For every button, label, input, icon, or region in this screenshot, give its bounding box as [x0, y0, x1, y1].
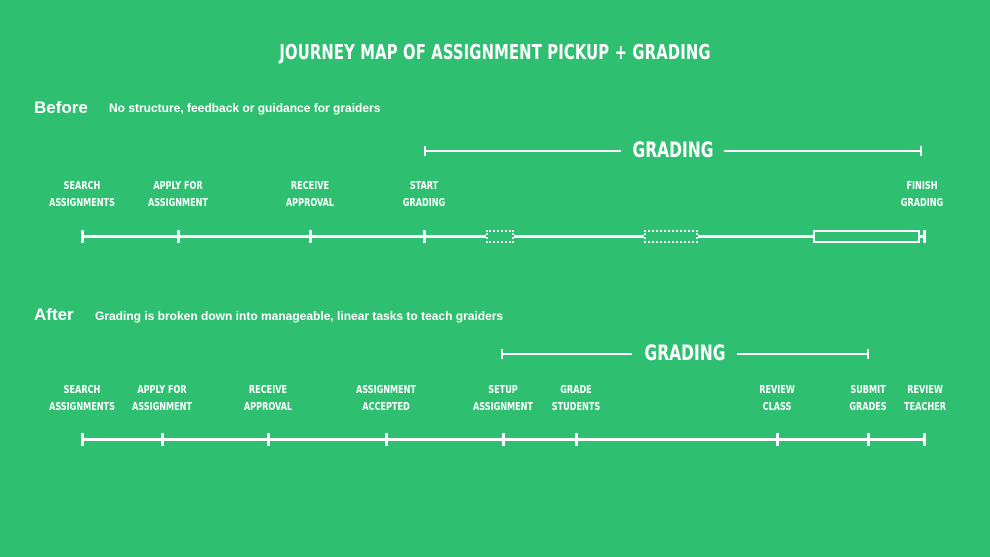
after-tick — [922, 433, 926, 446]
before-step-search-assignments: SEARCH ASSIGNMENTS — [49, 179, 115, 209]
after-step-setup-assignment: SETUP ASSIGNMENT — [473, 383, 533, 413]
after-step-review-class: REVIEW CLASS — [759, 383, 795, 413]
after-tick — [866, 433, 870, 446]
bracket-line-left — [425, 150, 621, 152]
before-unstructured-task-box — [644, 230, 698, 243]
before-task-box — [813, 230, 920, 243]
before-tick — [422, 230, 426, 243]
before-step-finish-grading: FINISH GRADING — [900, 179, 944, 209]
after-tick — [266, 433, 270, 446]
after-tick — [501, 433, 505, 446]
after-step-submit-grades: SUBMIT GRADES — [849, 383, 887, 413]
after-tick — [80, 433, 84, 446]
after-label: After — [34, 305, 74, 324]
bracket-line-left — [502, 353, 632, 355]
before-tick — [922, 230, 926, 243]
bracket-end-cap — [920, 146, 922, 156]
after-step-receive-approval: RECEIVE APPROVAL — [243, 383, 293, 413]
before-tick — [176, 230, 180, 243]
bracket-end-cap — [867, 349, 869, 359]
before-tick — [308, 230, 312, 243]
after-step-assignment-accepted: ASSIGNMENT ACCEPTED — [356, 383, 416, 413]
before-step-apply-for-assignment: APPLY FOR ASSIGNMENT — [148, 179, 208, 209]
after-step-search-assignments: SEARCH ASSIGNMENTS — [49, 383, 115, 413]
after-grading-label: GRADING — [644, 341, 726, 365]
after-step-apply-for-assignment: APPLY FOR ASSIGNMENT — [132, 383, 192, 413]
before-step-start-grading: START GRADING — [402, 179, 446, 209]
bracket-line-right — [724, 150, 921, 152]
after-tick — [160, 433, 164, 446]
page-title: JOURNEY MAP OF ASSIGNMENT PICKUP + GRADI… — [279, 40, 711, 64]
before-label: Before — [34, 98, 88, 117]
after-step-grade-students: GRADE STUDENTS — [551, 383, 601, 413]
after-tick — [775, 433, 779, 446]
bracket-line-right — [737, 353, 868, 355]
after-tick — [384, 433, 388, 446]
after-description: Grading is broken down into manageable, … — [95, 309, 504, 323]
before-description: No structure, feedback or guidance for g… — [109, 101, 381, 115]
before-tick — [80, 230, 84, 243]
before-step-receive-approval: RECEIVE APPROVAL — [285, 179, 335, 209]
before-unstructured-task-box — [486, 230, 514, 243]
after-tick — [574, 433, 578, 446]
after-step-review-teacher: REVIEW TEACHER — [904, 383, 946, 413]
before-grading-label: GRADING — [632, 138, 714, 162]
